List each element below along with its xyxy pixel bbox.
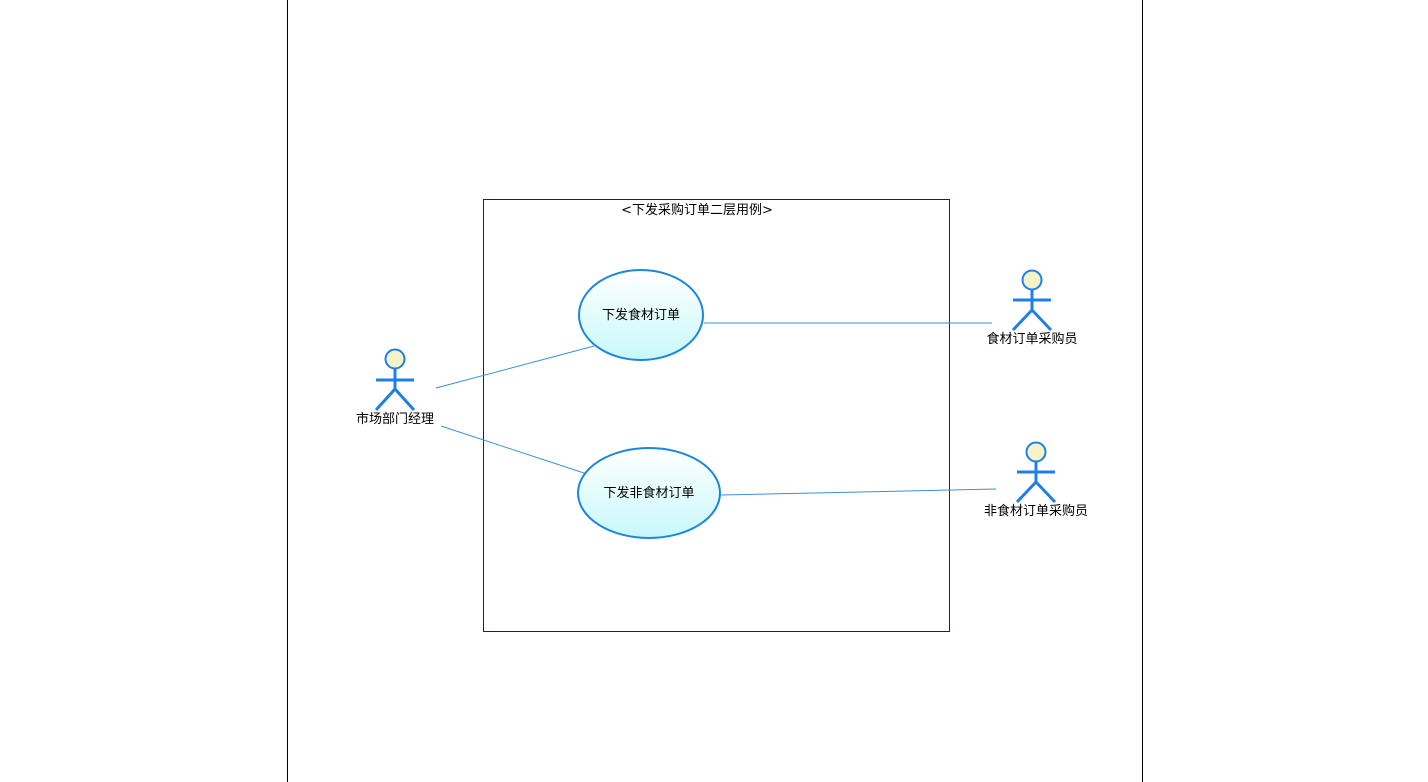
actor-market-manager[interactable]: 市场部门经理 — [356, 348, 434, 428]
association-nonfood-buyer[interactable] — [720, 488, 997, 496]
actor-figure-icon — [1015, 441, 1057, 504]
actor-figure-icon — [374, 348, 416, 412]
actor-label: 食材订单采购员 — [986, 331, 1077, 347]
actor-label: 市场部门经理 — [356, 411, 434, 427]
actor-food-buyer[interactable]: 食材订单采购员 — [986, 269, 1078, 348]
actor-label: 非食材订单采购员 — [984, 503, 1088, 519]
use-case-food-order[interactable]: 下发食材订单 — [578, 269, 704, 361]
use-case-nonfood-order[interactable]: 下发非食材订单 — [577, 447, 721, 539]
association-manager-nonfood[interactable] — [440, 425, 588, 475]
actor-figure-icon — [1011, 269, 1053, 332]
system-boundary[interactable]: <下发采购订单二层用例> — [483, 199, 950, 632]
system-title: <下发采购订单二层用例> — [621, 202, 773, 218]
actor-nonfood-buyer[interactable]: 非食材订单采购员 — [984, 441, 1088, 520]
use-case-label: 下发食材订单 — [602, 307, 680, 323]
associations — [435, 322, 997, 496]
association-manager-food[interactable] — [435, 345, 595, 389]
use-case-label: 下发非食材订单 — [603, 485, 694, 501]
